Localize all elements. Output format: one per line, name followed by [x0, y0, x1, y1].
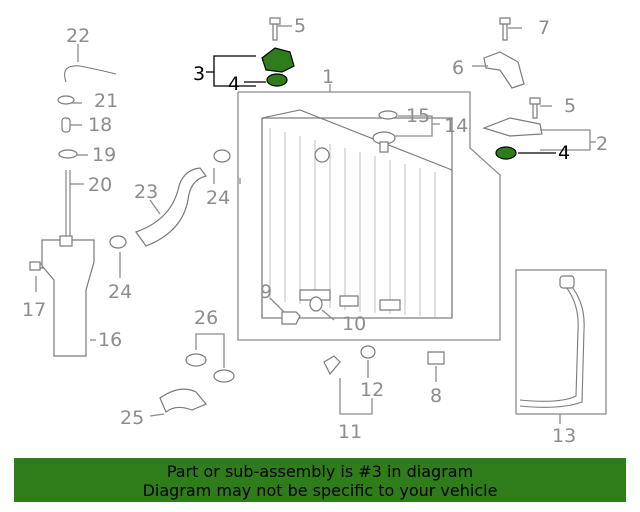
callout-23: 23	[134, 181, 158, 203]
callout-18: 18	[88, 114, 112, 136]
callout-22: 22	[66, 25, 90, 47]
callout-1: 1	[322, 66, 334, 88]
callout-10: 10	[342, 313, 366, 335]
reservoir-tank	[41, 65, 117, 357]
callout-6: 6	[452, 57, 464, 79]
callout-24-upper: 24	[206, 187, 230, 209]
callout-5-top: 5	[294, 15, 306, 37]
callout-8: 8	[430, 385, 442, 407]
callout-3: 3	[193, 63, 205, 85]
parts-diagram: 1 2 3 4 4 5 5 6 7 8 9 10 11 12 13 14 15 …	[22, 15, 608, 447]
callout-4-left: 4	[228, 73, 240, 95]
radiator-assembly	[237, 84, 501, 341]
callout-2: 2	[596, 133, 608, 155]
callout-15: 15	[406, 105, 430, 127]
callout-14: 14	[444, 115, 468, 137]
callout-12: 12	[360, 379, 384, 401]
callout-13: 13	[552, 425, 576, 447]
callout-16: 16	[98, 329, 122, 351]
upper-hose	[109, 149, 231, 249]
leader-lines-highlighted	[206, 55, 556, 154]
callout-21: 21	[94, 90, 118, 112]
info-banner: Part or sub-assembly is #3 in diagram Di…	[14, 458, 626, 502]
callout-4-right: 4	[558, 142, 570, 164]
part-4-grommet-right	[495, 146, 517, 160]
bolt-parts	[29, 17, 541, 271]
part-2-bracket	[482, 117, 543, 137]
callout-17: 17	[22, 299, 46, 321]
drain-parts	[281, 296, 445, 376]
part-13-pipe	[515, 269, 607, 415]
callout-11: 11	[338, 421, 362, 443]
banner-line-2: Diagram may not be specific to your vehi…	[142, 481, 498, 500]
radiator-cap	[372, 110, 398, 153]
lower-hose-parts	[159, 353, 235, 413]
callout-20: 20	[88, 174, 112, 196]
callout-5-right: 5	[564, 95, 576, 117]
callout-25: 25	[120, 407, 144, 429]
callout-9: 9	[260, 281, 272, 303]
callout-19: 19	[92, 144, 116, 166]
callout-26: 26	[194, 307, 218, 329]
part-6-bracket	[483, 51, 525, 89]
banner-line-1: Part or sub-assembly is #3 in diagram	[166, 462, 474, 481]
part-3-bracket-highlighted	[261, 47, 295, 87]
leader-lines	[35, 25, 596, 424]
callout-7: 7	[538, 17, 550, 39]
callout-24-lower: 24	[108, 281, 132, 303]
